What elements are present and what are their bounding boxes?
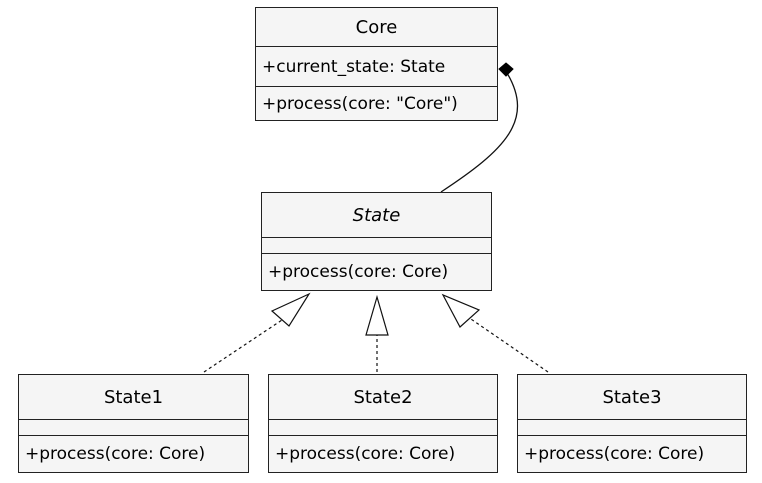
class-state1: State1 +process(core: Core) — [18, 374, 249, 473]
realization-arrowhead-icon — [270, 292, 311, 327]
class-name: State3 — [518, 375, 746, 420]
operation-process: +process(core: Core) — [275, 444, 456, 464]
class-state2: State2 +process(core: Core) — [268, 374, 498, 473]
attribute-compartment — [19, 420, 248, 436]
operation-process: +process(core: Core) — [25, 444, 206, 464]
realization-arrowhead-icon — [365, 294, 389, 336]
class-name: State — [262, 193, 491, 238]
class-state: State +process(core: Core) — [261, 192, 492, 291]
realization-arrowhead-icon — [441, 293, 481, 328]
composition-edge-core-state — [440, 72, 519, 193]
operation-process: +process(core: Core) — [268, 262, 449, 282]
operation-process: +process(core: "Core") — [262, 93, 458, 114]
composition-diamond-icon — [498, 62, 514, 77]
class-name: State2 — [269, 375, 497, 420]
attribute-current-state: +current_state: State — [256, 47, 497, 87]
class-name: State1 — [19, 375, 248, 420]
realization-edge-state3 — [467, 316, 549, 373]
class-core: Core +current_state: State +process(core… — [255, 7, 498, 121]
class-name: Core — [256, 8, 497, 47]
realization-edge-state1 — [203, 315, 289, 373]
attribute-compartment — [518, 420, 746, 436]
attribute-compartment — [262, 238, 491, 254]
attribute-compartment — [269, 420, 497, 436]
class-state3: State3 +process(core: Core) — [517, 374, 747, 473]
operation-process: +process(core: Core) — [524, 444, 705, 464]
